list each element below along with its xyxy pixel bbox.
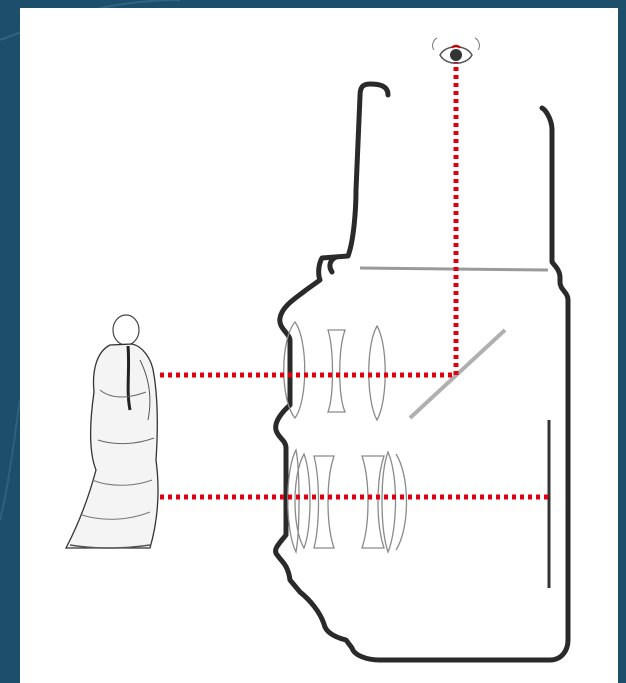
light-ray-path	[160, 62, 548, 497]
statue-icon	[66, 315, 158, 548]
camera-body-outline	[276, 84, 568, 660]
upper-lens-group	[284, 322, 386, 420]
eye-icon	[433, 38, 480, 63]
lower-lens-group	[288, 450, 407, 552]
